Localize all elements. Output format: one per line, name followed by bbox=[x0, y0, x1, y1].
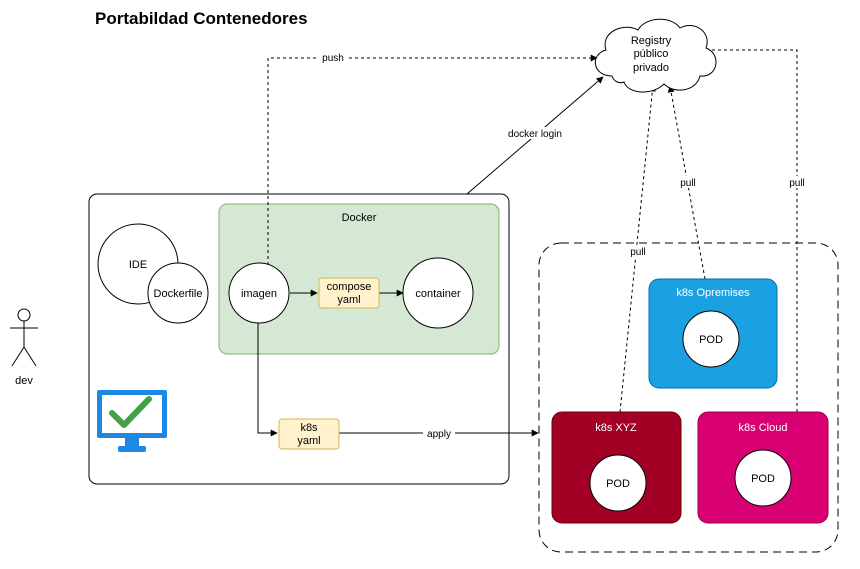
registry-line-2: público bbox=[634, 48, 669, 60]
k8s-cloud-label: k8s Cloud bbox=[739, 422, 788, 434]
k8s-xyz-node[interactable]: k8s XYZ POD bbox=[551, 411, 682, 524]
pod-cloud[interactable] bbox=[734, 449, 792, 507]
registry-cloud[interactable]: Registry público privado bbox=[595, 18, 717, 93]
compose-label-2: yaml bbox=[337, 294, 360, 306]
pull-cloud-edge[interactable] bbox=[697, 46, 798, 412]
pod-cloud-label: POD bbox=[751, 473, 775, 485]
pull-xyz-label: pull bbox=[630, 247, 646, 258]
pod-xyz[interactable] bbox=[589, 454, 647, 512]
dev-label: dev bbox=[15, 375, 33, 387]
compose-label-1: compose bbox=[327, 281, 372, 293]
k8s-xyz-label: k8s XYZ bbox=[595, 422, 637, 434]
registry-line-3: privado bbox=[633, 62, 669, 74]
k8s-opremises-node[interactable]: k8s Opremises POD bbox=[648, 278, 778, 389]
pod-xyz-label: POD bbox=[606, 478, 630, 490]
dockerfile-label: Dockerfile bbox=[154, 288, 203, 300]
registry-line-1: Registry bbox=[631, 35, 672, 47]
docker-login-label: docker login bbox=[508, 129, 562, 140]
push-edge[interactable] bbox=[267, 54, 598, 265]
dockerfile-node[interactable] bbox=[147, 262, 209, 324]
pull-cloud-label: pull bbox=[789, 178, 805, 189]
docker-label: Docker bbox=[342, 212, 377, 224]
k8s-yaml-label-1: k8s bbox=[300, 422, 318, 434]
monitor-check-icon bbox=[97, 390, 167, 452]
page-title: Portabildad Contenedores bbox=[95, 9, 308, 28]
k8s-cloud-node[interactable]: k8s Cloud POD bbox=[697, 411, 829, 524]
imagen-to-k8s-yaml-edge[interactable] bbox=[257, 322, 278, 437]
apply-label: apply bbox=[427, 429, 451, 440]
k8s-opremises-label: k8s Opremises bbox=[676, 287, 750, 299]
compose-yaml-node[interactable] bbox=[318, 277, 380, 309]
push-label: push bbox=[322, 53, 344, 64]
k8s-cluster-group[interactable] bbox=[538, 242, 839, 553]
k8s-yaml-node[interactable] bbox=[278, 418, 340, 450]
container-node[interactable] bbox=[402, 257, 474, 329]
pod-opremises-label: POD bbox=[699, 334, 723, 346]
pod-opremises[interactable] bbox=[682, 310, 740, 368]
imagen-label: imagen bbox=[241, 288, 277, 300]
ide-label: IDE bbox=[129, 259, 147, 271]
dev-actor[interactable] bbox=[10, 308, 38, 367]
container-label: container bbox=[415, 288, 461, 300]
pull-opremises-label: pull bbox=[680, 178, 696, 189]
imagen-node[interactable] bbox=[228, 262, 290, 324]
k8s-yaml-label-2: yaml bbox=[297, 435, 320, 447]
